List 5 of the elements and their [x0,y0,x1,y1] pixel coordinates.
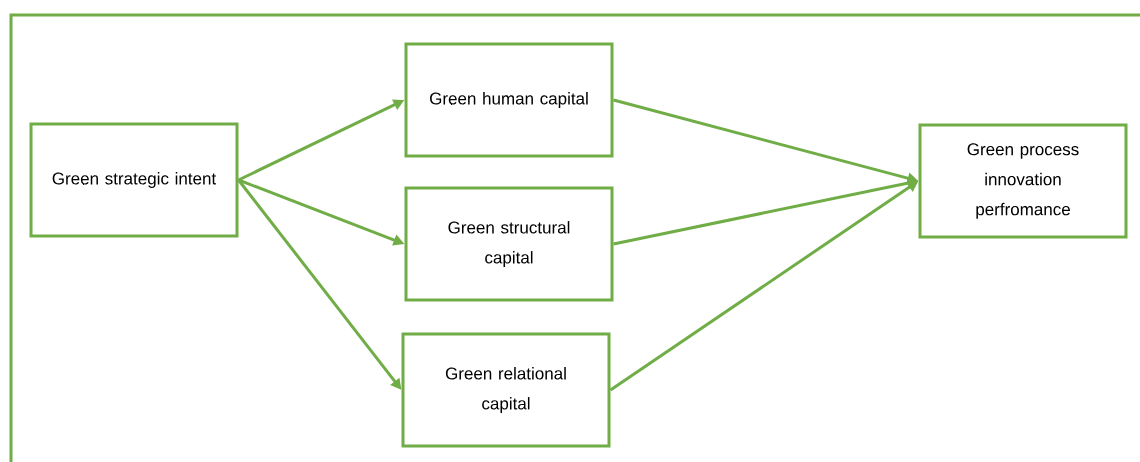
box: Green relational capital [401,332,611,448]
box: Green process innovation perfromance [918,123,1128,239]
box: Green human capital [404,42,614,158]
box: Green structural capital [404,186,614,302]
box: Green strategic intent [29,122,239,238]
